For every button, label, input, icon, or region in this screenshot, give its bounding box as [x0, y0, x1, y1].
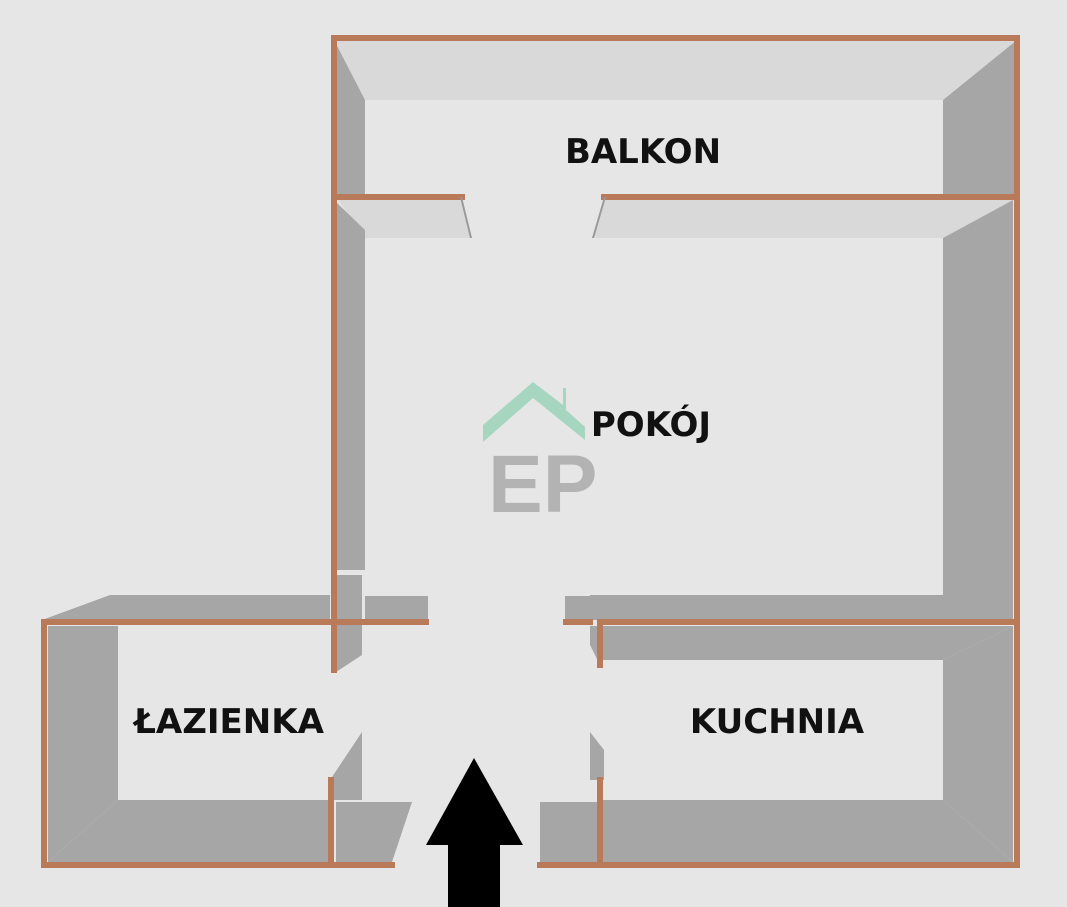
door-jamb	[592, 197, 606, 238]
room-label-balcony: BALKON	[565, 132, 721, 172]
entrance-arrow-icon	[426, 758, 523, 907]
room-label-room: POKÓJ	[591, 404, 711, 445]
bathroom-walls	[42, 595, 412, 862]
wall-outlines	[41, 35, 1020, 868]
room-label-kitchen: KUCHNIA	[690, 702, 865, 742]
door-jamb	[460, 197, 472, 238]
balcony-walls	[334, 40, 1017, 197]
logo: EP	[483, 382, 597, 530]
room-walls	[334, 200, 1013, 672]
kitchen-walls	[540, 626, 1013, 862]
house-roof-icon	[483, 382, 585, 442]
room-label-bathroom: ŁAZIENKA	[132, 702, 324, 742]
logo-text: EP	[488, 439, 597, 530]
